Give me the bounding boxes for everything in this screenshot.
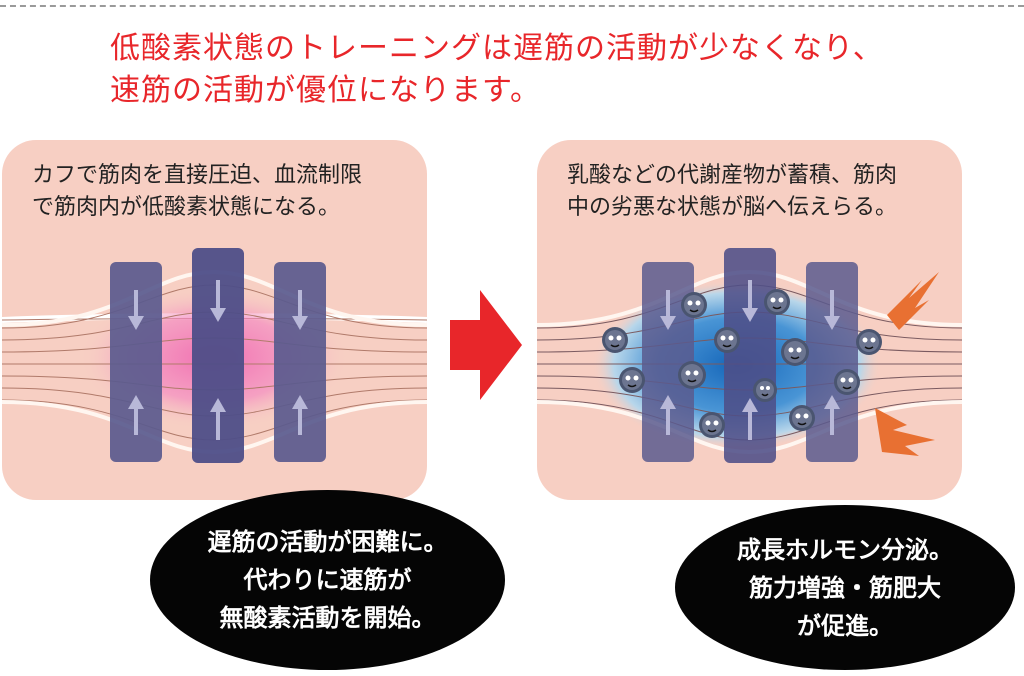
right-bubble-line-3: が促進。 bbox=[797, 611, 893, 640]
left-speech-bubble: 遅筋の活動が困難に。 代わりに速筋が 無酸素活動を開始。 bbox=[150, 490, 505, 670]
left-muscle-illustration bbox=[2, 248, 427, 463]
left-bubble-line-1: 遅筋の活動が困難に。 bbox=[207, 528, 448, 556]
headline-line-1: 低酸素状態のトレーニングは遅筋の活動が少なくなり、 bbox=[110, 31, 884, 66]
pressure-arrows bbox=[660, 280, 840, 440]
right-muscle-illustration bbox=[537, 248, 962, 463]
right-caption-line-1: 乳酸などの代謝産物が蓄積、筋肉 bbox=[567, 163, 898, 188]
metabolite-germ-icon bbox=[602, 289, 882, 438]
muscle-band-icon bbox=[110, 248, 326, 463]
lightning-bolt-icon bbox=[875, 272, 939, 456]
headline: 低酸素状態のトレーニングは遅筋の活動が少なくなり、 速筋の活動が優位になります。 bbox=[110, 28, 884, 112]
left-caption-line-2: で筋肉内が低酸素状態になる。 bbox=[32, 195, 341, 220]
right-bubble-line-2: 筋力増強・筋肥大 bbox=[749, 573, 941, 602]
left-bubble-line-3: 無酸素活動を開始。 bbox=[219, 604, 436, 632]
right-panel: 乳酸などの代謝産物が蓄積、筋肉 中の劣悪な状態が脳へ伝えらる。 bbox=[537, 140, 962, 500]
right-bubble-line-1: 成長ホルモン分泌。 bbox=[737, 535, 953, 564]
left-panel: カフで筋肉を直接圧迫、血流制限 で筋肉内が低酸素状態になる。 bbox=[2, 140, 427, 500]
top-dashed-divider bbox=[0, 5, 1024, 7]
left-panel-caption: カフで筋肉を直接圧迫、血流制限 で筋肉内が低酸素状態になる。 bbox=[32, 160, 362, 224]
right-arrow-icon bbox=[450, 290, 522, 400]
headline-line-2: 速筋の活動が優位になります。 bbox=[110, 73, 541, 108]
muscle-band-icon bbox=[642, 248, 858, 463]
left-bubble-line-2: 代わりに速筋が bbox=[243, 566, 412, 594]
right-panel-caption: 乳酸などの代謝産物が蓄積、筋肉 中の劣悪な状態が脳へ伝えらる。 bbox=[567, 160, 897, 224]
right-speech-bubble: 成長ホルモン分泌。 筋力増強・筋肥大 が促進。 bbox=[675, 505, 1015, 670]
pressure-arrows bbox=[128, 280, 308, 440]
left-caption-line-1: カフで筋肉を直接圧迫、血流制限 bbox=[32, 163, 363, 188]
right-caption-line-2: 中の劣悪な状態が脳へ伝えらる。 bbox=[567, 195, 898, 220]
